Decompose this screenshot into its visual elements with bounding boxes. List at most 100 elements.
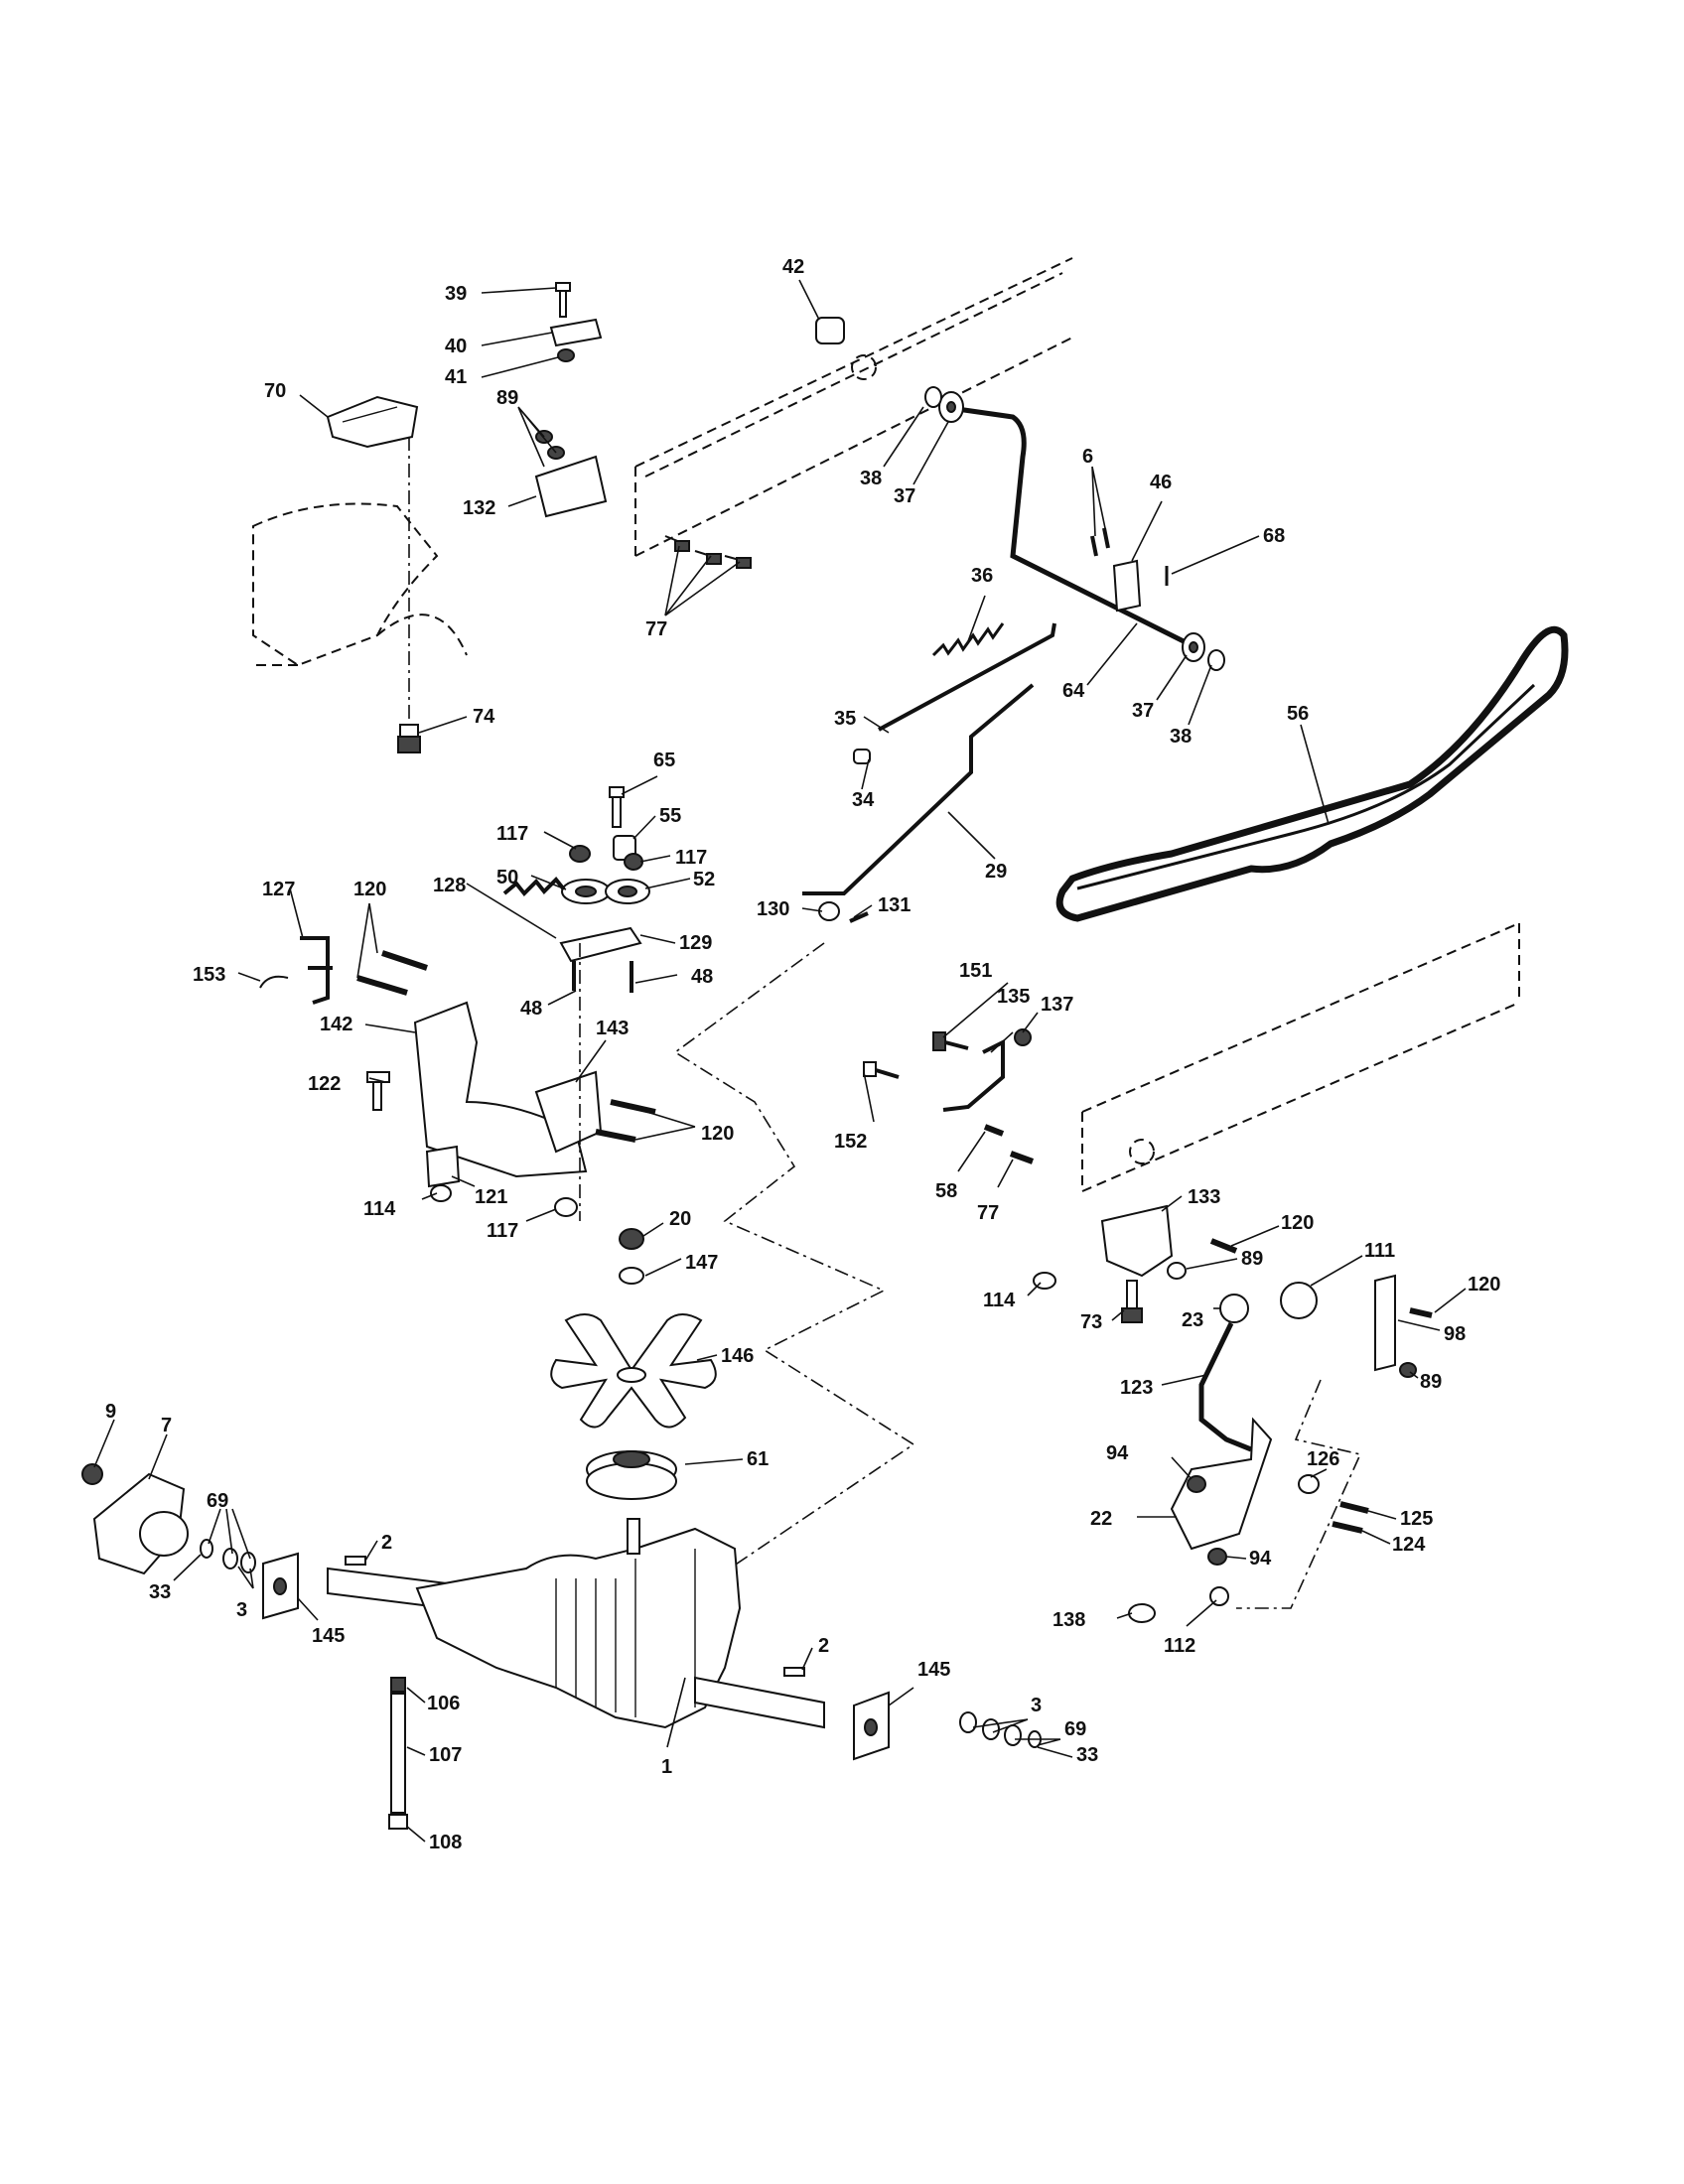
callout-36: 36 [971, 565, 993, 587]
callout-98: 98 [1444, 1323, 1466, 1345]
centerline-idler [673, 942, 915, 1579]
callout-138: 138 [1052, 1609, 1085, 1631]
nut-89-b [1167, 1262, 1187, 1280]
callout-124: 124 [1392, 1534, 1426, 1556]
callout-34: 34 [852, 789, 875, 811]
nut-137 [1014, 1028, 1032, 1046]
callout-2-left: 2 [381, 1532, 392, 1554]
frame-rail-upper [634, 257, 1073, 557]
callout-114-a: 114 [363, 1198, 396, 1220]
callout-56: 56 [1287, 703, 1309, 725]
callout-128: 128 [433, 875, 466, 896]
callout-94-a: 94 [1106, 1442, 1129, 1464]
nut-117-a [569, 845, 591, 863]
callout-33-left: 33 [149, 1581, 171, 1603]
nut-38-right [1207, 649, 1225, 671]
callout-111: 111 [1364, 1240, 1395, 1262]
callout-117-c: 117 [487, 1220, 518, 1242]
bolt-73 [1121, 1280, 1143, 1323]
callout-58: 58 [935, 1180, 957, 1202]
callout-35: 35 [834, 708, 856, 730]
callout-151: 151 [959, 960, 992, 982]
callout-117-b: 117 [675, 847, 707, 869]
collar-111 [1280, 1282, 1318, 1319]
knob-23 [1219, 1294, 1249, 1323]
bracket-145-right [853, 1691, 890, 1761]
nut-94-b [1207, 1548, 1227, 1566]
washer-126 [1298, 1474, 1320, 1494]
callout-64: 64 [1062, 680, 1085, 702]
frame-rail-lower [1081, 922, 1520, 1192]
axle-shaft-right [694, 1676, 825, 1729]
bolt-120-c [1209, 1238, 1238, 1254]
callout-89-top: 89 [496, 387, 518, 409]
callout-33-right: 33 [1076, 1744, 1098, 1766]
callout-89-b: 89 [1241, 1248, 1263, 1270]
callout-6: 6 [1082, 446, 1093, 468]
callout-120-b: 120 [701, 1123, 734, 1145]
callout-38-top: 38 [860, 468, 882, 489]
callout-114-b: 114 [983, 1290, 1016, 1311]
callout-69-left: 69 [207, 1490, 228, 1512]
bolt-39 [555, 282, 571, 318]
bolt-9 [81, 1463, 103, 1485]
bolt-120-d [1409, 1307, 1433, 1318]
bracket-121 [425, 1145, 461, 1188]
fender-outline [252, 502, 468, 667]
pin-131 [849, 911, 869, 923]
bolt-124 [1332, 1521, 1363, 1534]
bracket-142 [413, 1001, 588, 1178]
centerline-lever [1236, 1379, 1362, 1609]
transaxle-1 [415, 1518, 742, 1729]
bolt-58 [983, 1124, 1005, 1137]
callout-147: 147 [685, 1252, 718, 1274]
callout-143: 143 [596, 1018, 629, 1039]
washers-3-69-33-left [200, 1539, 256, 1573]
key-2-right [783, 1667, 805, 1677]
callout-55: 55 [659, 805, 681, 827]
bolt-122 [366, 1071, 390, 1111]
callout-61: 61 [747, 1448, 769, 1470]
lever-22 [1170, 1417, 1273, 1551]
callout-40: 40 [445, 336, 467, 357]
nut-20 [619, 1228, 644, 1250]
callout-125: 125 [1400, 1508, 1433, 1530]
washer-37-top [938, 391, 964, 423]
callout-145-right: 145 [917, 1659, 950, 1681]
callout-132: 132 [463, 497, 495, 519]
bolts-48 [572, 961, 633, 993]
callout-20: 20 [669, 1208, 691, 1230]
fitting-108 [388, 1814, 408, 1830]
callout-9: 9 [105, 1401, 116, 1423]
callout-3-left: 3 [236, 1599, 247, 1621]
bolt-151 [932, 1031, 969, 1051]
callout-23: 23 [1182, 1309, 1203, 1331]
callout-133: 133 [1188, 1186, 1220, 1208]
bolt-65 [609, 786, 625, 828]
bracket-46 [1112, 559, 1142, 613]
callout-89-c: 89 [1420, 1371, 1442, 1393]
leader-lines [93, 279, 1467, 1843]
callout-69-right: 69 [1064, 1718, 1086, 1740]
callout-121: 121 [475, 1186, 507, 1208]
nut-117-c [554, 1197, 578, 1217]
washer-147 [619, 1267, 644, 1285]
callout-123: 123 [1120, 1377, 1153, 1399]
pulley-52 [605, 879, 650, 904]
callout-108: 108 [429, 1832, 462, 1853]
callout-70: 70 [264, 380, 286, 402]
plate-98 [1374, 1274, 1396, 1372]
callout-120-c: 120 [1281, 1212, 1314, 1234]
callout-39: 39 [445, 283, 467, 305]
rod-35 [878, 622, 1056, 732]
control-shaft-64 [942, 404, 1193, 648]
spring-36 [931, 622, 1005, 657]
callout-129: 129 [679, 932, 712, 954]
callout-29: 29 [985, 861, 1007, 883]
callout-42: 42 [782, 256, 804, 278]
washers-3-69-33-right [959, 1711, 1042, 1748]
callout-120-d: 120 [1468, 1274, 1500, 1296]
callout-106: 106 [427, 1693, 460, 1714]
callout-142: 142 [320, 1014, 352, 1035]
